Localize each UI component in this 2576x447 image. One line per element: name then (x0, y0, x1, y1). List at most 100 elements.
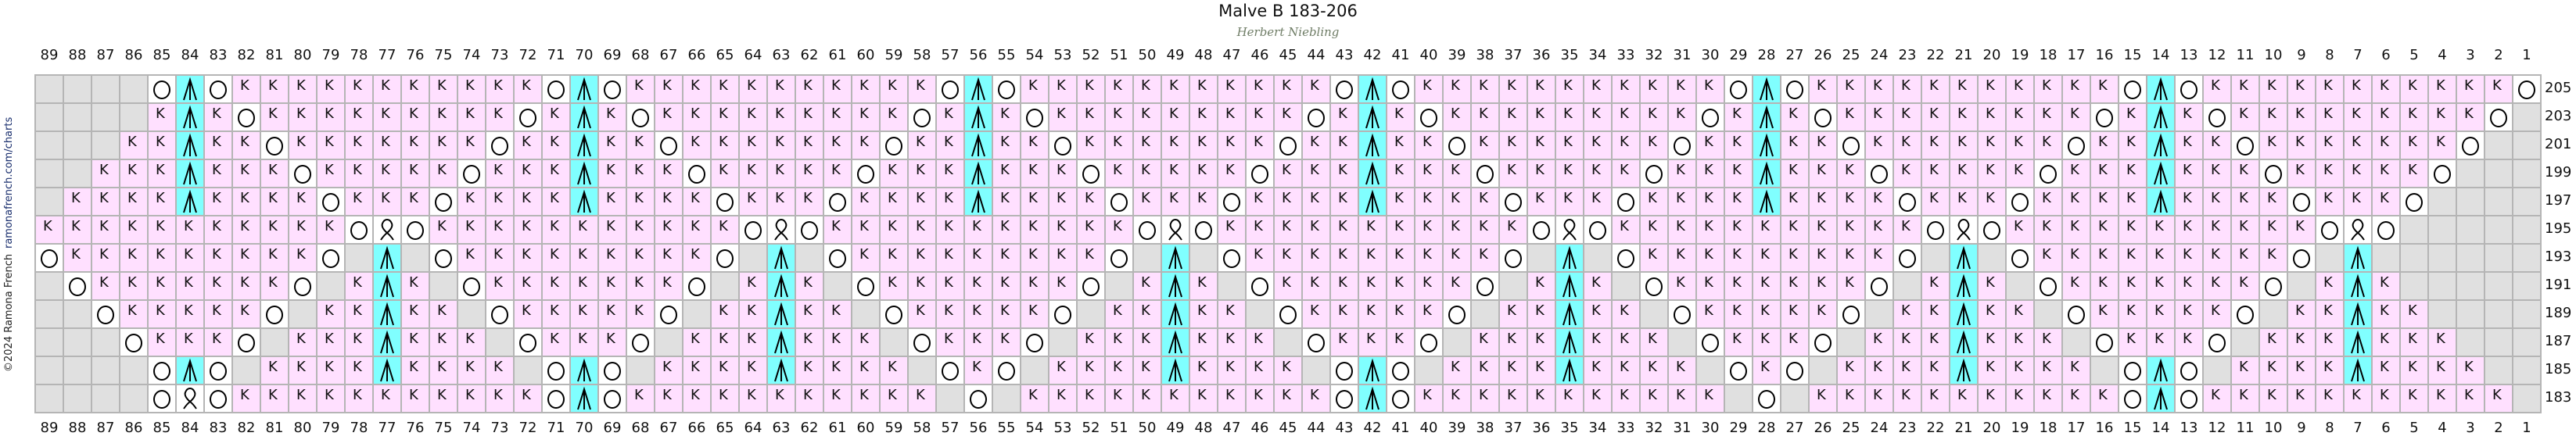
column-number: 28 (1757, 47, 1776, 63)
column-number: 41 (1391, 47, 1410, 63)
knit-symbol: K (1535, 190, 1545, 206)
stitch-knit: K (2119, 301, 2146, 327)
knit-symbol: K (381, 162, 390, 178)
knit-symbol: K (2183, 274, 2192, 291)
stitch-knit: K (1218, 385, 1245, 412)
knit-symbol: K (1423, 134, 1432, 150)
stitch-yarn-over (1331, 357, 1358, 384)
knit-symbol: K (2408, 105, 2417, 122)
stitch-knit: K (2401, 329, 2427, 356)
row-number: 187 (2545, 333, 2572, 349)
stitch-knit: K (515, 385, 541, 412)
knit-symbol: K (2154, 274, 2164, 291)
stitch-knit: K (599, 160, 626, 187)
stitch-knit: K (458, 188, 485, 215)
column-number: 72 (518, 420, 537, 436)
knit-symbol: K (2323, 274, 2333, 291)
stitch-knit: K (1613, 301, 1639, 327)
stitch-knit: K (1303, 301, 1329, 327)
stitch-yarn-over (1697, 329, 1724, 356)
column-number: 33 (1616, 47, 1635, 63)
knit-symbol: K (1451, 218, 1460, 234)
stitch-knit: K (1669, 245, 1695, 271)
stitch-knit: K (2232, 188, 2258, 215)
knit-symbol: K (2436, 359, 2445, 375)
yarn-over-icon (294, 277, 311, 296)
column-number: 17 (2067, 420, 2086, 436)
knit-symbol: K (2267, 387, 2276, 403)
central-decrease-icon (1760, 189, 1774, 213)
yarn-over-icon (491, 306, 508, 324)
stitch-knit: K (289, 216, 316, 243)
knit-symbol: K (212, 246, 221, 263)
stitch-yarn-over (1275, 132, 1301, 159)
knit-symbol: K (381, 77, 390, 94)
stitch-yarn-over (1331, 76, 1358, 102)
stitch-knit: K (1049, 104, 1076, 131)
column-number: 45 (1279, 420, 1297, 436)
stitch-knit: K (683, 188, 710, 215)
knit-symbol: K (325, 134, 334, 150)
stitch-knit: K (1781, 245, 1808, 271)
knit-symbol: K (2464, 77, 2474, 94)
stitch-knit: K (543, 245, 569, 271)
stitch-no-stitch (1415, 357, 1442, 384)
stitch-knit: K (993, 301, 1020, 327)
knit-symbol: K (2380, 302, 2389, 319)
stitch-knit: K (571, 301, 597, 327)
stitch-yarn-over (64, 273, 91, 299)
stitch-yarn-over (712, 245, 738, 271)
stitch-no-stitch (2007, 273, 2033, 299)
yarn-over-icon (2180, 362, 2197, 381)
knit-symbol: K (212, 162, 221, 178)
stitch-no-stitch (2513, 104, 2540, 131)
stitch-knit: K (374, 160, 400, 187)
stitch-knit: K (2176, 104, 2202, 131)
stitch-knit: K (1669, 76, 1695, 102)
yarn-over-icon (491, 137, 508, 156)
knit-symbol: K (2183, 190, 2192, 206)
stitch-no-stitch (2513, 357, 2540, 384)
knit-symbol: K (916, 387, 925, 403)
stitch-yarn-over (486, 301, 513, 327)
knit-symbol: K (1057, 190, 1066, 206)
stitch-knit: K (712, 104, 738, 131)
knit-symbol: K (634, 302, 644, 319)
knit-symbol: K (409, 359, 418, 375)
stitch-knit: K (599, 188, 626, 215)
knit-symbol: K (1620, 302, 1629, 319)
stitch-no-stitch (909, 357, 935, 384)
stitch-knit: K (318, 216, 344, 243)
stitch-knit: K (402, 357, 429, 384)
knit-symbol: K (1028, 387, 1038, 403)
knit-symbol: K (1141, 105, 1150, 122)
yarn-over-icon (1476, 277, 1494, 296)
column-number: 32 (1645, 420, 1663, 436)
knit-symbol: K (465, 359, 475, 375)
stitch-central-decrease (1162, 301, 1189, 327)
knit-symbol: K (1028, 246, 1038, 263)
knit-symbol: K (1254, 77, 1263, 94)
stitch-knit: K (1359, 273, 1386, 299)
knit-symbol: K (2352, 134, 2361, 150)
stitch-knit: K (965, 357, 992, 384)
knit-symbol: K (1873, 246, 1882, 263)
stitch-knit: K (1162, 76, 1189, 102)
column-number: 49 (1166, 420, 1185, 436)
knit-symbol: K (747, 359, 756, 375)
stitch-knit: K (2401, 357, 2427, 384)
knit-symbol: K (916, 190, 925, 206)
knit-symbol: K (1282, 77, 1291, 94)
stitch-no-stitch (2485, 188, 2512, 215)
stitch-knit: K (1894, 132, 1921, 159)
column-number: 53 (1053, 420, 1072, 436)
knit-symbol: K (184, 218, 193, 234)
knit-symbol: K (409, 134, 418, 150)
knit-symbol: K (888, 246, 897, 263)
stitch-knit: K (683, 329, 710, 356)
knit-symbol: K (775, 387, 784, 403)
knit-symbol: K (325, 387, 334, 403)
knit-symbol: K (2126, 274, 2136, 291)
knit-symbol: K (1873, 105, 1882, 122)
knit-symbol: K (1225, 105, 1235, 122)
